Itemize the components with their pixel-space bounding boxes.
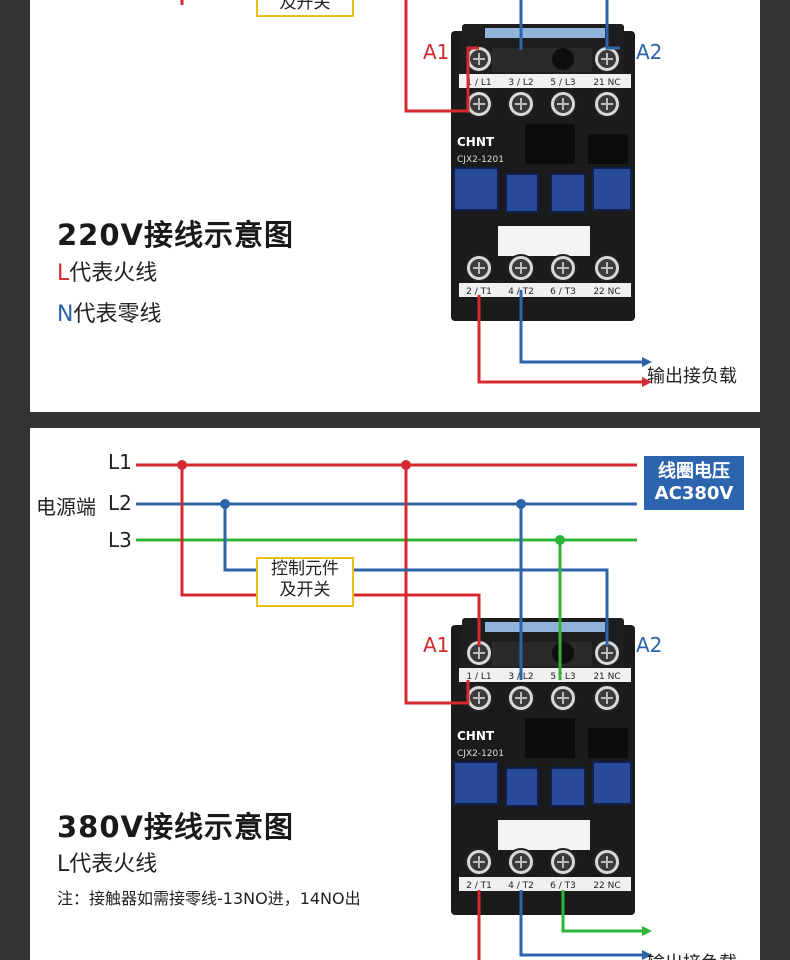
junction-dot: [516, 499, 526, 509]
top-terminal-label: 5 / L3: [550, 672, 575, 682]
brand-label: CHNT: [457, 135, 495, 149]
coil-voltage-line2: AC380V: [654, 483, 734, 504]
junction-dot: [220, 499, 230, 509]
lower-label-strip: [498, 226, 590, 256]
arrow-red-output: [642, 377, 652, 387]
wire-red-a1: [180, 0, 479, 113]
wire-blue-output: [519, 890, 642, 957]
armature-block: [588, 134, 628, 164]
contact-window: [453, 761, 499, 805]
contact-window: [453, 167, 499, 211]
arrow-blue-output: [642, 357, 652, 367]
line-label-l3: L3: [108, 528, 132, 552]
bottom-terminal-label: 6 / T3: [550, 287, 576, 297]
wire-blue-output: [519, 290, 642, 364]
lower-label-strip: [498, 820, 590, 850]
coil-indicator: [552, 48, 574, 70]
contact-window: [505, 767, 539, 807]
legend-live-220v: L代表火线: [57, 255, 157, 287]
legend-l-letter: L: [57, 261, 70, 286]
top-label-strip: [459, 668, 631, 682]
top-terminal-label: 3 / L2: [508, 78, 533, 88]
contact-window: [505, 173, 539, 213]
model-label: CJX2-1201: [457, 749, 504, 759]
armature-block: [588, 728, 628, 758]
junction-dot: [401, 460, 411, 470]
legend-l-text: 代表火线: [69, 261, 158, 286]
wire-red-l1-terminal: [404, 465, 470, 705]
contactor-220v: 1 / L1 3 / L2 5 / L3 21 NC CHNT CJX2-1201 2 / …: [451, 24, 635, 321]
coil-a2-label-380v: A2: [636, 633, 663, 657]
control-switch-box-380v: 控制元件 及开关: [256, 557, 354, 607]
wire-green-output: [561, 890, 642, 933]
top-terminal-label: 21 NC: [593, 78, 620, 88]
coil-indicator: [552, 642, 574, 664]
wiring-220v-svg: 1 / L1 3 / L2 5 / L3 21 NC CHNT CJX2-1201 2 / …: [180, 0, 652, 387]
wire-blue-a2: [519, 0, 620, 50]
control-switch-box-220v: 及开关: [256, 0, 354, 17]
line-label-l2: L2: [108, 491, 132, 515]
bottom-terminal-label: 2 / T1: [466, 287, 492, 297]
top-terminal-label: 21 NC: [593, 672, 620, 682]
control-label-220v: 及开关: [279, 0, 331, 13]
contact-window: [550, 767, 586, 807]
armature-block: [525, 718, 575, 758]
control-label-line1: 控制元件: [271, 559, 339, 579]
junction-dot: [555, 535, 565, 545]
wire-blue-control: [223, 504, 256, 572]
top-terminal-label: 5 / L3: [550, 78, 575, 88]
coil-a2-label-220v: A2: [636, 40, 663, 64]
bottom-terminal-label: 22 NC: [593, 881, 620, 891]
arrow-green-output: [642, 926, 652, 936]
wire-red-control: [180, 465, 256, 597]
coil-terminal-block: [492, 48, 592, 72]
diagram-220v-panel: 1 / L1 3 / L2 5 / L3 21 NC CHNT CJX2-1201 2 / …: [30, 0, 760, 412]
model-label: CJX2-1201: [457, 155, 504, 165]
bottom-terminal-label: 22 NC: [593, 287, 620, 297]
coil-window: [485, 622, 605, 632]
legend-live-380v: L代表火线: [57, 852, 158, 877]
contact-window: [592, 167, 632, 211]
coil-a1-label-220v: A1: [423, 40, 450, 64]
output-label-380v: 输出接负载: [647, 949, 737, 960]
bottom-terminal-label: 6 / T3: [550, 881, 576, 891]
wire-red-a1: [350, 593, 481, 646]
neutral-note: 注：接触器如需接零线-13NO进，14NO出: [57, 889, 361, 908]
bottom-label-strip: [459, 877, 631, 891]
wire-red-output: [477, 295, 642, 384]
arrow-blue-output: [642, 950, 652, 960]
line-label-l1: L1: [108, 450, 132, 474]
wire-blue-a2: [350, 568, 609, 646]
top-label-strip: [459, 74, 631, 88]
top-terminal-label: 1 / L1: [466, 672, 491, 682]
source-label: 电源端: [36, 495, 96, 519]
armature-block: [525, 124, 575, 164]
control-label-line2: 及开关: [279, 580, 331, 600]
top-terminal-label: 1 / L1: [466, 78, 491, 88]
output-label-220v: 输出接负载: [647, 366, 737, 387]
coil-a1-label-380v: A1: [423, 633, 450, 657]
coil-window: [485, 28, 605, 38]
coil-voltage-line1: 线圈电压: [658, 461, 730, 482]
coil-terminal-block: [492, 642, 592, 666]
legend-neutral-220v: N代表零线: [57, 296, 161, 328]
coil-voltage-box: 线圈电压 AC380V: [644, 456, 744, 510]
bottom-label-strip: [459, 283, 631, 297]
legend-n-letter: N: [57, 302, 74, 327]
bottom-terminal-label: 2 / T1: [466, 881, 492, 891]
legend-n-text: 代表零线: [73, 302, 162, 327]
brand-label: CHNT: [457, 729, 495, 743]
title-220v: 220V接线示意图: [57, 218, 294, 252]
title-380v: 380V接线示意图: [57, 810, 294, 844]
contact-window: [550, 173, 586, 213]
junction-dot: [177, 460, 187, 470]
bottom-terminal-label: 4 / T2: [508, 881, 534, 891]
contact-window: [592, 761, 632, 805]
